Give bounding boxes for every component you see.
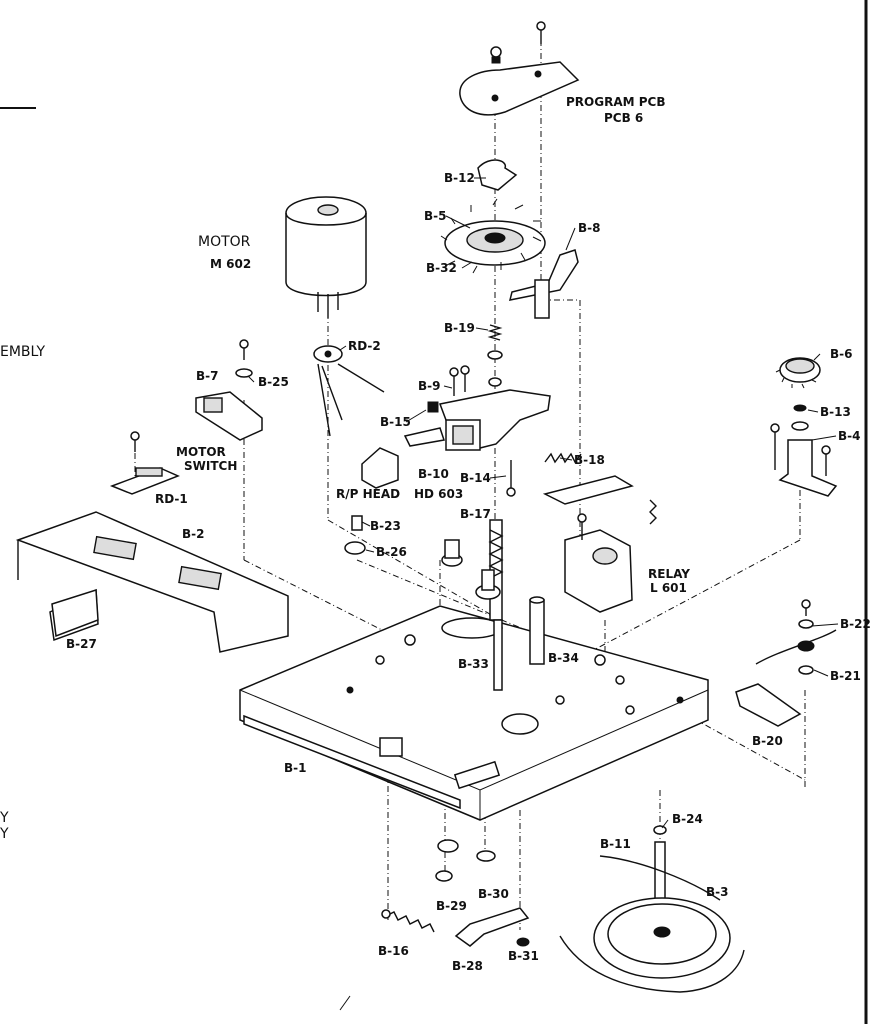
label-b22: B-22 — [840, 617, 871, 631]
label-b24: B-24 — [672, 812, 703, 826]
label-b32: B-32 — [426, 261, 457, 275]
label-b10: B-10 — [418, 467, 449, 481]
right-bracket-part — [735, 599, 837, 727]
label-b15: B-15 — [380, 415, 411, 429]
lever-b8-part — [508, 249, 579, 319]
leader-lines — [247, 177, 839, 829]
label-pcb6: PCB 6 — [604, 111, 643, 125]
label-motor: MOTOR — [198, 234, 251, 250]
label-b20: B-20 — [752, 734, 783, 748]
label-b34: B-34 — [548, 651, 579, 665]
head-mount-b9-part — [361, 365, 582, 497]
label-edge-y1: Y — [0, 810, 9, 826]
label-b33: B-33 — [458, 657, 489, 671]
label-rp-head: R/P HEAD — [336, 487, 400, 501]
label-relay: RELAY — [648, 567, 690, 581]
label-program-pcb: PROGRAM PCB — [566, 95, 665, 109]
label-b7: B-7 — [196, 369, 218, 383]
label-b31: B-31 — [508, 949, 539, 963]
motor-part — [285, 196, 385, 437]
label-b11: B-11 — [600, 837, 631, 851]
label-hd603: HD 603 — [414, 487, 463, 501]
label-b1: B-1 — [284, 761, 306, 775]
shafts-part — [344, 515, 545, 691]
label-b8: B-8 — [578, 221, 600, 235]
label-b3: B-3 — [706, 885, 728, 899]
label-b14: B-14 — [460, 471, 491, 485]
relay-part — [542, 475, 657, 613]
label-b16: B-16 — [378, 944, 409, 958]
label-b4: B-4 — [838, 429, 860, 443]
stray-mark — [339, 995, 351, 1011]
program-pcb-part — [459, 21, 580, 116]
label-l601: L 601 — [650, 581, 687, 595]
cam-gear-part — [440, 159, 546, 387]
clip-b27-part — [51, 588, 99, 638]
lower-parts — [381, 839, 530, 947]
chassis-b1-part — [239, 605, 709, 821]
label-motor-switch-1: MOTOR — [176, 445, 226, 459]
label-edge-y2: Y — [0, 826, 9, 842]
label-rd2: RD-2 — [348, 339, 381, 353]
label-b9: B-9 — [418, 379, 440, 393]
label-b29: B-29 — [436, 899, 467, 913]
label-b5: B-5 — [424, 209, 446, 223]
idler-assembly-part — [770, 357, 838, 497]
flywheel-b3-part — [559, 825, 745, 993]
label-embly: EMBLY — [0, 344, 45, 360]
label-b27: B-27 — [66, 637, 97, 651]
label-b2: B-2 — [182, 527, 204, 541]
label-b23: B-23 — [370, 519, 401, 533]
label-b6: B-6 — [830, 347, 852, 361]
motor-switch-part — [109, 431, 180, 495]
label-b19: B-19 — [444, 321, 475, 335]
label-b25: B-25 — [258, 375, 289, 389]
label-m602: M 602 — [210, 257, 251, 271]
label-b12: B-12 — [444, 171, 475, 185]
callout-labels: PROGRAM PCB PCB 6 MOTOR M 602 EMBLY MOTO… — [0, 95, 871, 973]
label-b17: B-17 — [460, 507, 491, 521]
label-b13: B-13 — [820, 405, 851, 419]
label-b28: B-28 — [452, 959, 483, 973]
label-rd1: RD-1 — [155, 492, 188, 506]
bracket-b7-part — [195, 339, 263, 441]
label-b21: B-21 — [830, 669, 861, 683]
label-motor-switch-2: SWITCH — [184, 459, 237, 473]
label-b26: B-26 — [376, 545, 407, 559]
label-b18: B-18 — [574, 453, 605, 467]
label-b30: B-30 — [478, 887, 509, 901]
